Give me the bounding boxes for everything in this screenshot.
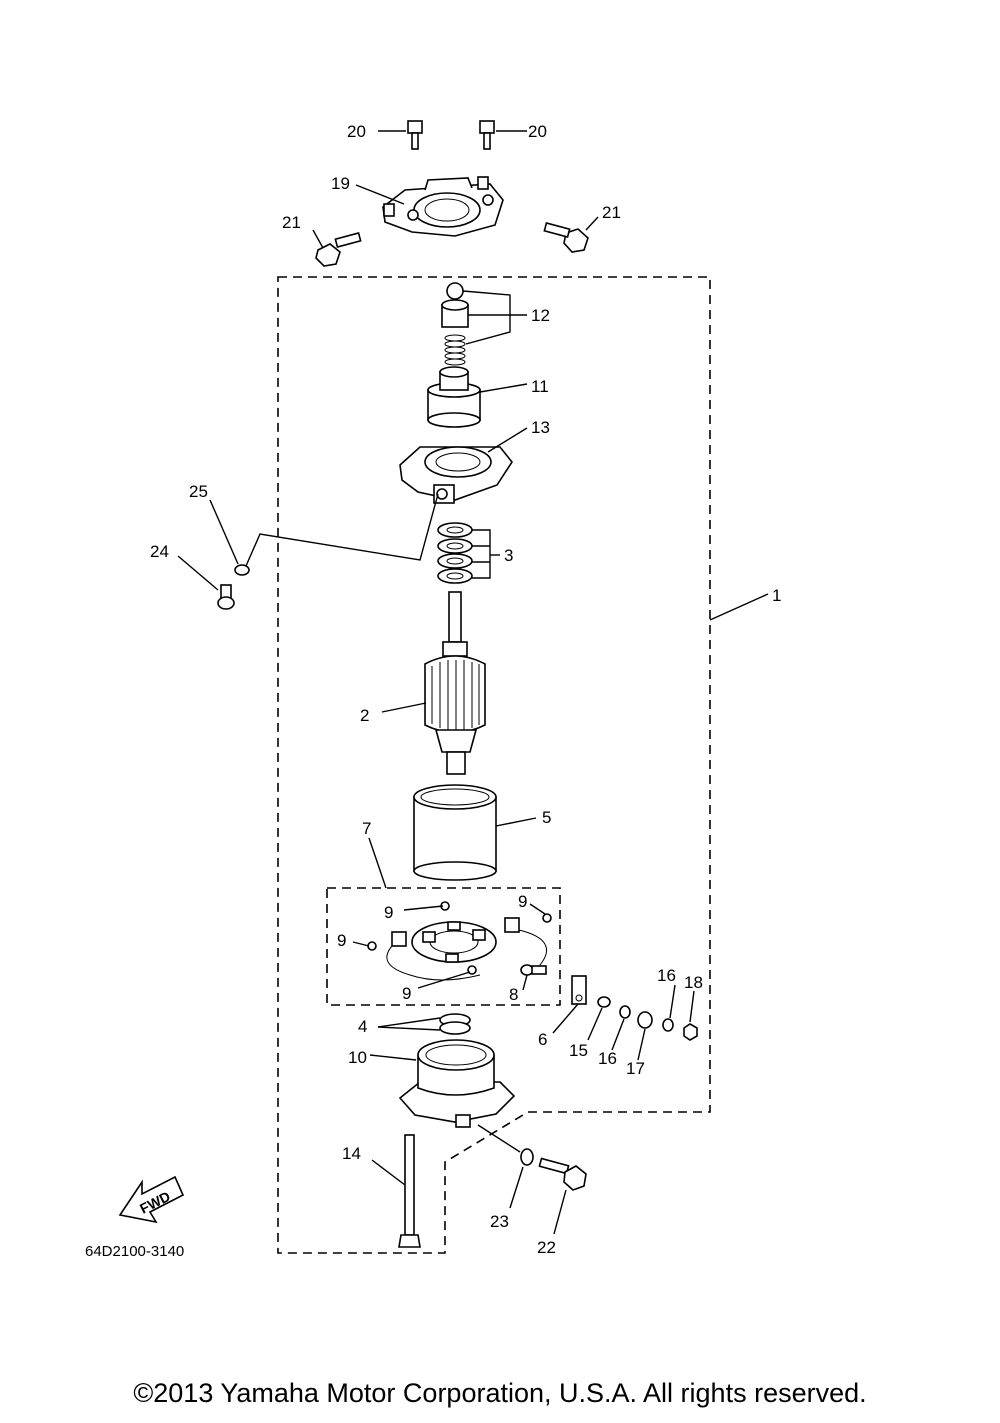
washer-16-a <box>619 1005 631 1019</box>
label-1: 1 <box>772 586 781 605</box>
label-4: 4 <box>358 1017 367 1036</box>
label-20-right: 20 <box>528 122 547 141</box>
label-20-left: 20 <box>347 122 366 141</box>
terminal-plate-6 <box>571 975 587 1005</box>
label-6: 6 <box>538 1030 547 1049</box>
label-23: 23 <box>490 1212 509 1231</box>
label-15: 15 <box>569 1041 588 1060</box>
nut-17 <box>637 1011 653 1029</box>
label-16-b: 16 <box>598 1049 617 1068</box>
label-18: 18 <box>684 973 703 992</box>
washer-set <box>437 522 473 584</box>
brush-holder-boundary <box>326 887 561 1006</box>
front-bracket <box>399 446 513 504</box>
clip-ring <box>446 282 464 300</box>
label-22: 22 <box>537 1238 556 1257</box>
bolt-20-left <box>407 120 423 150</box>
diagram-code: 64D2100-3140 <box>85 1243 184 1260</box>
washer-15 <box>597 996 611 1008</box>
label-25: 25 <box>189 482 208 501</box>
washer-4 <box>439 1013 471 1035</box>
brush-holder <box>367 901 552 981</box>
label-3: 3 <box>504 546 513 565</box>
washer-25 <box>234 564 250 576</box>
label-17: 17 <box>626 1059 645 1078</box>
bolt-21-left <box>315 232 362 267</box>
pinion-drive <box>427 366 481 428</box>
label-8: 8 <box>509 985 518 1004</box>
label-10: 10 <box>348 1048 367 1067</box>
pinion-spring <box>444 334 466 366</box>
label-13: 13 <box>531 418 550 437</box>
bolt-21-right <box>543 222 589 253</box>
washer-23 <box>520 1148 534 1166</box>
label-14: 14 <box>342 1144 361 1163</box>
label-24: 24 <box>150 542 169 561</box>
rear-bracket <box>398 1039 516 1128</box>
leader-lines <box>177 130 769 1235</box>
assembly-boundary <box>277 276 711 1254</box>
label-21-right: 21 <box>602 203 621 222</box>
label-9-b: 9 <box>518 892 527 911</box>
label-9-c: 9 <box>337 931 346 950</box>
part-labels: 20 20 19 21 21 12 11 13 25 24 3 1 2 5 7 … <box>150 122 781 1257</box>
yoke <box>413 784 497 881</box>
label-9-d: 9 <box>402 984 411 1003</box>
label-16-a: 16 <box>657 966 676 985</box>
washer-16-b <box>662 1018 674 1032</box>
bolt-20-right <box>479 120 495 150</box>
nut-18 <box>683 1023 698 1041</box>
bolt-22 <box>538 1157 587 1191</box>
copyright-notice: ©2013 Yamaha Motor Corporation, U.S.A. A… <box>133 1378 867 1408</box>
label-11: 11 <box>531 377 549 396</box>
label-9-a: 9 <box>384 903 393 922</box>
label-12: 12 <box>531 306 550 325</box>
through-bolt-14 <box>398 1134 421 1248</box>
fwd-arrow-icon <box>118 1175 185 1224</box>
stopper-collar <box>441 299 469 328</box>
terminal-bolt-8 <box>520 964 547 976</box>
label-5: 5 <box>542 808 551 827</box>
upper-bracket <box>382 176 504 237</box>
label-2: 2 <box>360 706 369 725</box>
bolt-24 <box>217 584 235 610</box>
label-21-left: 21 <box>282 213 301 232</box>
armature <box>424 591 486 775</box>
label-7: 7 <box>362 819 371 838</box>
label-19: 19 <box>331 174 350 193</box>
